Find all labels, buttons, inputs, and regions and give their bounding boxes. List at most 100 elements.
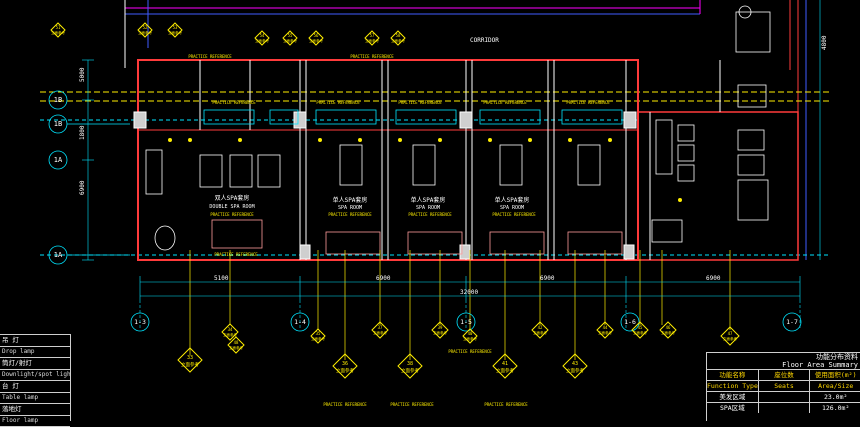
practice-reference-text: PRACTICE REFERENCE — [212, 100, 256, 105]
reference-tag-label: 立面参考 — [138, 30, 152, 35]
reference-tag-number: 54 — [260, 33, 265, 38]
reference-tag-label: 立面参考 — [533, 330, 547, 335]
reference-tag-label: 立面参考 — [181, 361, 199, 368]
reference-tag-label: 立面参考 — [223, 332, 237, 337]
row-name: SPA区域 — [707, 403, 759, 413]
row-seats — [759, 403, 811, 413]
axis-col-3: 1-5 — [460, 318, 472, 326]
structural-columns — [134, 112, 636, 259]
reference-tag-number: 46 — [666, 325, 671, 330]
reference-tag-number: 41 — [502, 361, 508, 367]
corridor-label: CORRIDOR — [470, 37, 499, 44]
axis-row-2: 1B — [54, 120, 62, 128]
room-3-en: SPA ROOM — [416, 205, 440, 211]
dim-bay-1: 5100 — [214, 275, 229, 282]
legend-row: 吊 灯 — [0, 335, 70, 347]
reference-tag-label: 立面参考 — [661, 330, 675, 335]
summary-header-cn: 功能名称 座位数 使用面积(m²) — [707, 369, 860, 380]
practice-reference-text: PRACTICE REFERENCE — [188, 54, 232, 59]
legend-row: 筒灯/射灯 — [0, 358, 70, 370]
reference-tag-label: 立面参考 — [463, 336, 477, 341]
practice-reference-text: PRACTICE REFERENCE — [316, 100, 360, 105]
summary-row-salon: 美发区域 23.0m² — [707, 391, 860, 402]
header-cell: Area/Size — [810, 381, 860, 391]
axis-col-4: 1-6 — [624, 318, 636, 326]
reference-tag-label: 立面参考 — [391, 38, 405, 43]
reference-tag-number: 39 — [438, 325, 443, 330]
reference-tag-number: 36 — [342, 361, 348, 367]
reference-tag-label: 立面参考 — [229, 345, 243, 350]
dim-bay-4: 6900 — [706, 275, 721, 282]
reference-tag-label: 立面参考 — [598, 330, 612, 335]
reference-tag-number: 52 — [143, 25, 148, 30]
floor-area-summary-table: 功能分布资料 Floor Area Summary 功能名称 座位数 使用面积(… — [706, 352, 860, 421]
axis-row-4: 1A — [54, 251, 63, 259]
reference-tag-number: 51 — [56, 25, 61, 30]
practice-reference-text: PRACTICE REFERENCE — [566, 100, 610, 105]
light-fixtures — [168, 138, 682, 202]
reference-tag-number: 57 — [370, 33, 375, 38]
row-area: 23.0m² — [810, 392, 860, 402]
room-4-cn: 单人SPA套房 — [495, 196, 530, 204]
reference-tag-label: 立面参考 — [311, 336, 325, 341]
reference-tag-label: 立面参考 — [566, 367, 584, 374]
practice-reference-text: PRACTICE REFERENCE — [350, 54, 394, 59]
reference-tag-label: 立面参考 — [373, 330, 387, 335]
room-labels: 双人SPA套房 DOUBLE SPA ROOM 单人SPA套房 SPA ROOM… — [209, 194, 529, 211]
dim-overall: 32000 — [460, 289, 478, 296]
practice-reference-texts: PRACTICE REFERENCE PRACTICE REFERENCE PRAC… — [188, 54, 610, 407]
reference-tag-label: 立面参考 — [496, 367, 514, 374]
room-2-cn: 单人SPA套房 — [333, 196, 368, 204]
reference-tag-number: 43 — [572, 361, 578, 367]
dim-vert-1: 5000 — [79, 67, 86, 82]
practice-reference-text: PRACTICE REFERENCE — [408, 212, 452, 217]
reference-tag-number: 55 — [288, 33, 293, 38]
axis-row-3: 1A — [54, 156, 63, 164]
header-cell: Function Type — [707, 381, 759, 391]
summary-title-cn: 功能分布资料 — [707, 353, 858, 361]
legend-row: 台 灯 — [0, 381, 70, 393]
row-name: 美发区域 — [707, 392, 759, 402]
room-partitions — [200, 60, 720, 260]
reference-tag-number: 33 — [187, 355, 193, 361]
reference-tag-number: 56 — [314, 33, 319, 38]
reference-tag-label: 立面参考 — [336, 367, 354, 374]
row-seats — [759, 392, 811, 402]
practice-reference-text: PRACTICE REFERENCE — [390, 402, 434, 407]
legend-row: Floor lamp — [0, 416, 70, 427]
header-cell: 座位数 — [759, 370, 811, 380]
dim-bay-3: 6900 — [540, 275, 555, 282]
practice-reference-text: PRACTICE REFERENCE — [483, 100, 527, 105]
reference-tag-label: 立面参考 — [168, 30, 182, 35]
reference-tag-label: 立面参考 — [365, 38, 379, 43]
room-1-cn: 双人SPA套房 — [215, 194, 250, 202]
reference-tag-label: 立面参考 — [723, 336, 737, 341]
summary-header-en: Function Type Seats Area/Size — [707, 380, 860, 391]
axis-col-2: 1-4 — [294, 318, 306, 326]
reference-tag-label: 立面参考 — [433, 330, 447, 335]
practice-reference-text: PRACTICE REFERENCE — [448, 349, 492, 354]
grid-axes-bottom-labels: 1-3 1-4 1-5 1-6 1-7 — [134, 318, 798, 326]
room-2-en: SPA ROOM — [338, 205, 362, 211]
reference-tag-number: 58 — [396, 33, 401, 38]
legend-row: 落地灯 — [0, 404, 70, 416]
legend-row: Drop lamp — [0, 347, 70, 359]
reference-tag-number: 44 — [603, 325, 608, 330]
dim-bay-2: 6900 — [376, 275, 391, 282]
practice-reference-text: PRACTICE REFERENCE — [492, 212, 536, 217]
room-4-en: SPA ROOM — [500, 205, 524, 211]
reference-tag-number: 45 — [638, 325, 643, 330]
practice-reference-text: PRACTICE REFERENCE — [328, 212, 372, 217]
dim-vert-3: 6900 — [79, 180, 86, 195]
practice-reference-text: PRACTICE REFERENCE — [484, 402, 528, 407]
reference-tag-label: 立面参考 — [283, 38, 297, 43]
axis-row-1: 1B — [54, 96, 62, 104]
header-cell: 使用面积(m²) — [810, 370, 860, 380]
reference-tag-label: 立面参考 — [255, 38, 269, 43]
dim-vert-2: 1800 — [79, 125, 86, 140]
summary-title: 功能分布资料 Floor Area Summary — [707, 353, 860, 369]
reference-tag-number: 53 — [173, 25, 178, 30]
summary-row-spa: SPA区域 126.0m² — [707, 402, 860, 413]
grid-axes-left — [49, 91, 130, 264]
practice-reference-text: PRACTICE REFERENCE — [210, 212, 254, 217]
